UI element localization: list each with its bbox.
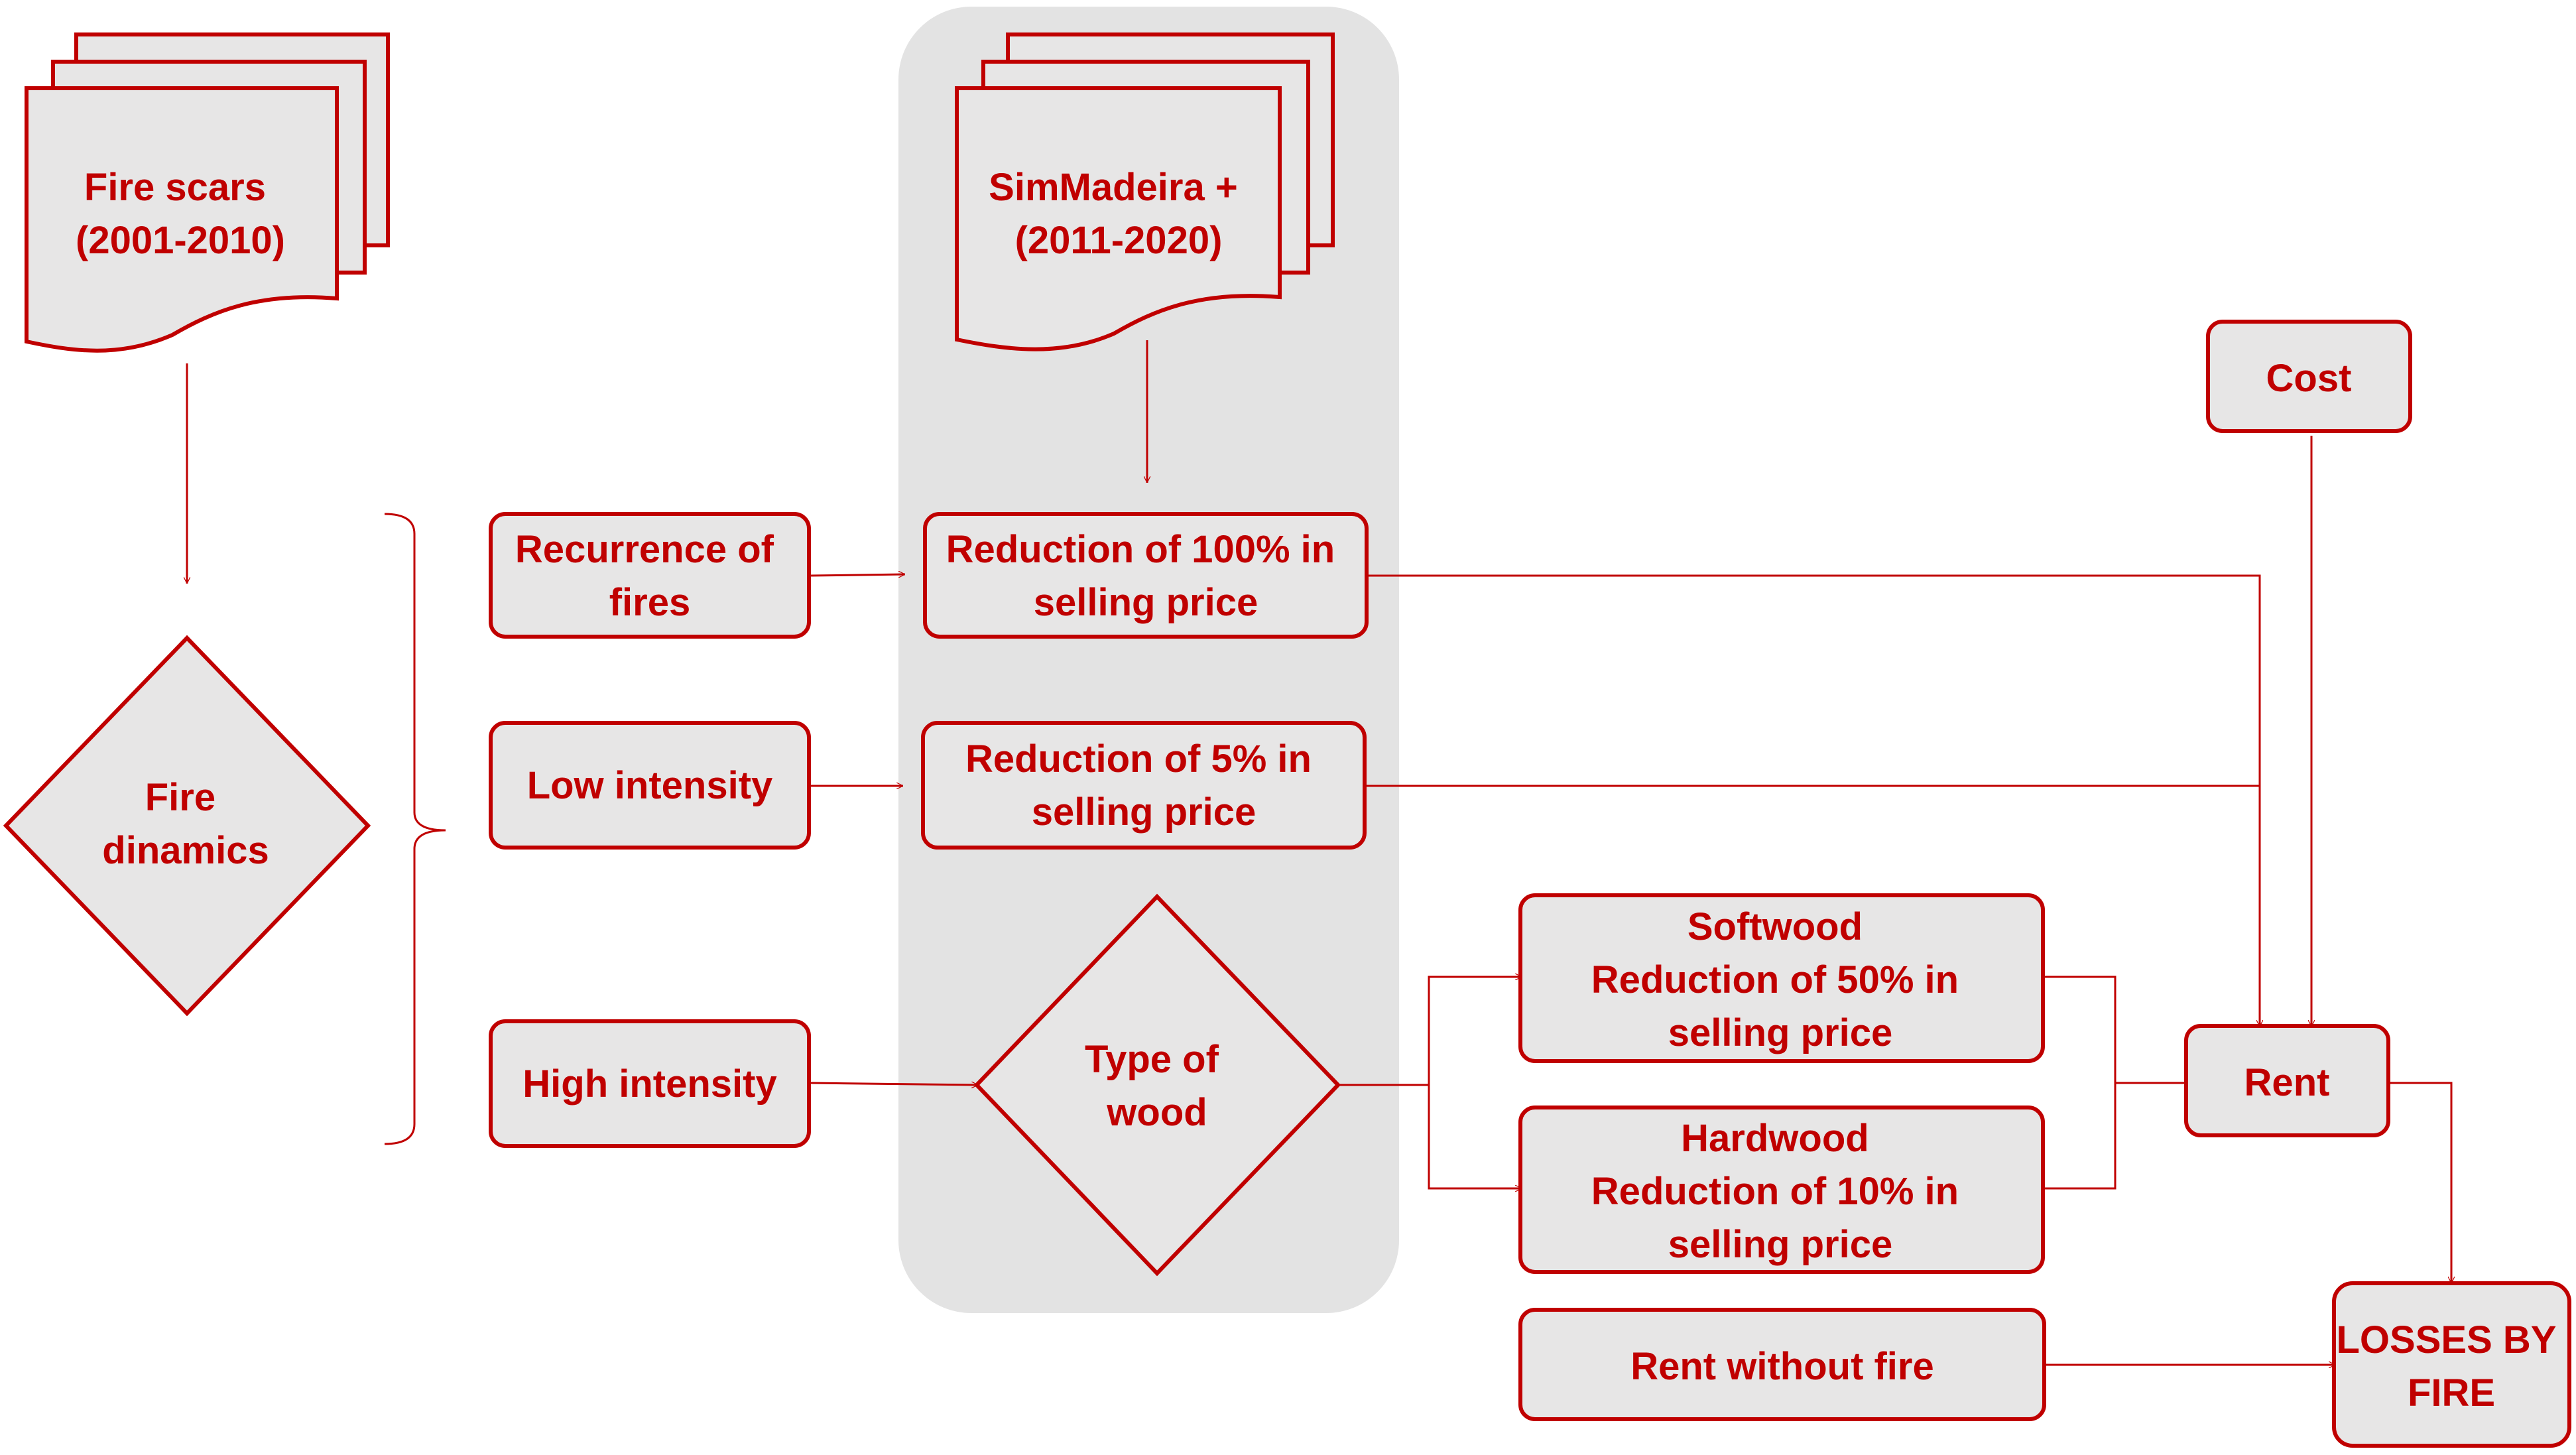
hardwood-label: Hardwood Reduction of 10% in selling pri… [1591,1117,1969,1266]
softwood-line-2: Reduction of 50% in [1591,958,1959,1001]
reduction-100-line-2: selling price [1034,581,1258,624]
reduction-5-node: Reduction of 5% in selling price [921,721,1367,850]
high-intensity-node: High intensity [489,1019,811,1148]
edge-softwood-hardwood-to-rent [2044,976,2186,1190]
low-intensity-label: Low intensity [527,764,773,807]
low-intensity-line-1: Low intensity [527,764,773,807]
reduction-5-label: Reduction of 5% in selling price [965,737,1322,834]
hardwood-line-1: Hardwood [1681,1117,1869,1160]
fire-dinamics-node: Fire dinamics [3,635,371,1017]
rent-node: Rent [2184,1024,2390,1137]
hardwood-node: Hardwood Reduction of 10% in selling pri… [1518,1106,2045,1274]
fire-dinamics-line-1: Fire [145,776,215,819]
reduction-5-line-2: selling price [1032,791,1256,834]
softwood-line-1: Softwood [1687,905,1863,948]
hardwood-line-3: selling price [1668,1223,1892,1266]
high-intensity-label: High intensity [522,1062,776,1106]
edge-rent-to-losses [2388,1082,2451,1283]
fire-scars-line-2: (2001-2010) [76,219,285,262]
simmadeira-line-1: SimMadeira + [989,166,1238,209]
simmadeira-line-2: (2011-2020) [1015,219,1223,262]
softwood-line-3: selling price [1668,1011,1892,1054]
hardwood-line-2: Reduction of 10% in [1591,1170,1959,1213]
edge-typeofwood-to-hardwood [1428,1085,1522,1188]
type-of-wood-line-1: Type of [1085,1038,1219,1081]
rent-without-fire-line-1: Rent without fire [1630,1345,1934,1388]
fire-scars-node: Fire scars (2001-2010) [25,32,390,353]
cost-line-1: Cost [2266,357,2352,400]
simmadeira-label: SimMadeira + (2011-2020) [989,166,1249,262]
simmadeira-node: SimMadeira + (2011-2020) [955,32,1335,351]
fire-dinamics-line-2: dinamics [102,829,269,872]
rent-without-fire-label: Rent without fire [1630,1345,1934,1388]
losses-by-fire-line-2: FIRE [2408,1371,2495,1415]
softwood-node: Softwood Reduction of 50% in selling pri… [1518,893,2045,1063]
cost-node: Cost [2206,320,2412,433]
type-of-wood-node: Type of wood [973,893,1341,1277]
type-of-wood-label: Type of wood [1085,1038,1229,1134]
recurrence-line-2: fires [609,581,691,624]
recurrence-node: Recurrence of fires [489,512,811,639]
edge-reduction100-to-rent [1368,574,2260,1027]
fire-dinamics-label: Fire dinamics [102,776,269,872]
reduction-100-node: Reduction of 100% in selling price [923,512,1369,639]
recurrence-line-1: Recurrence of [515,528,774,571]
recurrence-label: Recurrence of fires [515,528,784,624]
rent-without-fire-node: Rent without fire [1518,1308,2046,1421]
fire-scars-label: Fire scars (2001-2010) [76,166,285,262]
losses-by-fire-node: LOSSES BY FIRE [2332,1281,2571,1448]
fire-scars-line-1: Fire scars [84,166,266,209]
rent-label: Rent [2244,1061,2330,1104]
bracket-fire-dinamics [384,513,446,1145]
edge-high-to-typeofwood [810,1083,978,1085]
losses-by-fire-line-1: LOSSES BY [2336,1318,2555,1361]
rent-line-1: Rent [2244,1061,2330,1104]
edge-typeofwood-to-softwood [1339,977,1522,1086]
losses-by-fire-label: LOSSES BY FIRE [2336,1318,2566,1415]
type-of-wood-line-2: wood [1106,1091,1207,1134]
reduction-100-line-1: Reduction of 100% in [946,528,1335,571]
high-intensity-line-1: High intensity [522,1062,776,1106]
low-intensity-node: Low intensity [489,721,811,850]
reduction-100-label: Reduction of 100% in selling price [946,528,1346,624]
edges [187,340,2451,1365]
softwood-label: Softwood Reduction of 50% in selling pri… [1591,905,1969,1054]
cost-label: Cost [2266,357,2352,400]
reduction-5-line-1: Reduction of 5% in [965,737,1312,781]
edge-recurrence-to-reduction100 [810,574,905,576]
